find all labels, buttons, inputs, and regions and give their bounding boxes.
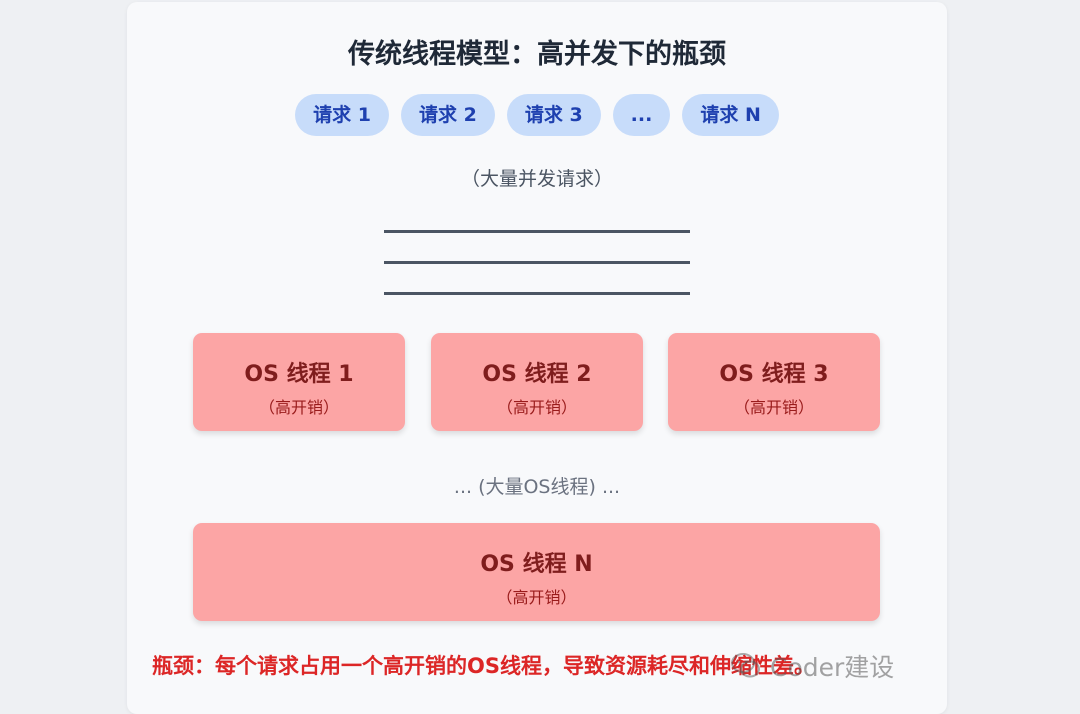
diagram-title: 传统线程模型：高并发下的瓶颈 — [348, 39, 726, 70]
os-thread-label: OS 线程 1 — [244, 362, 354, 387]
os-thread-cost: （高开销） — [496, 588, 577, 607]
bottleneck-note: 瓶颈：每个请求占用一个高开销的OS线程，导致资源耗尽和伸缩性差。 — [152, 654, 815, 678]
request-pill-1: 请求 1 — [295, 94, 389, 136]
diagram-card: 传统线程模型：高并发下的瓶颈 请求 1 请求 2 请求 3 ... 请求 N （… — [127, 2, 947, 714]
request-row: 请求 1 请求 2 请求 3 ... 请求 N — [127, 94, 947, 136]
os-thread-cost: （高开销） — [258, 398, 339, 417]
os-thread-box-3: OS 线程 3 （高开销） — [668, 333, 880, 431]
queue-line-1 — [384, 230, 690, 233]
os-thread-box-2: OS 线程 2 （高开销） — [431, 333, 643, 431]
os-thread-cost: （高开销） — [733, 398, 814, 417]
threads-note: ... (大量OS线程) ... — [453, 476, 621, 498]
request-pill-3: 请求 3 — [506, 94, 601, 136]
os-thread-box-n: OS 线程 N （高开销） — [193, 523, 880, 621]
watermark-text: Coder建设 — [770, 653, 895, 682]
queue-lines — [384, 230, 690, 323]
request-pill-n: 请求 N — [682, 94, 779, 136]
os-thread-label: OS 线程 2 — [482, 362, 592, 387]
queue-line-3 — [384, 292, 690, 295]
os-thread-label: OS 线程 3 — [719, 362, 829, 387]
requests-note: （大量并发请求） — [460, 168, 613, 190]
request-pill-ellipsis: ... — [612, 94, 671, 136]
os-thread-label: OS 线程 N — [480, 552, 593, 577]
queue-line-2 — [384, 261, 690, 264]
request-pill-2: 请求 2 — [400, 94, 495, 136]
os-thread-box-1: OS 线程 1 （高开销） — [193, 333, 405, 431]
os-thread-cost: （高开销） — [496, 398, 577, 417]
watermark: Coder建设 — [730, 648, 894, 684]
wechat-icon — [731, 653, 760, 678]
